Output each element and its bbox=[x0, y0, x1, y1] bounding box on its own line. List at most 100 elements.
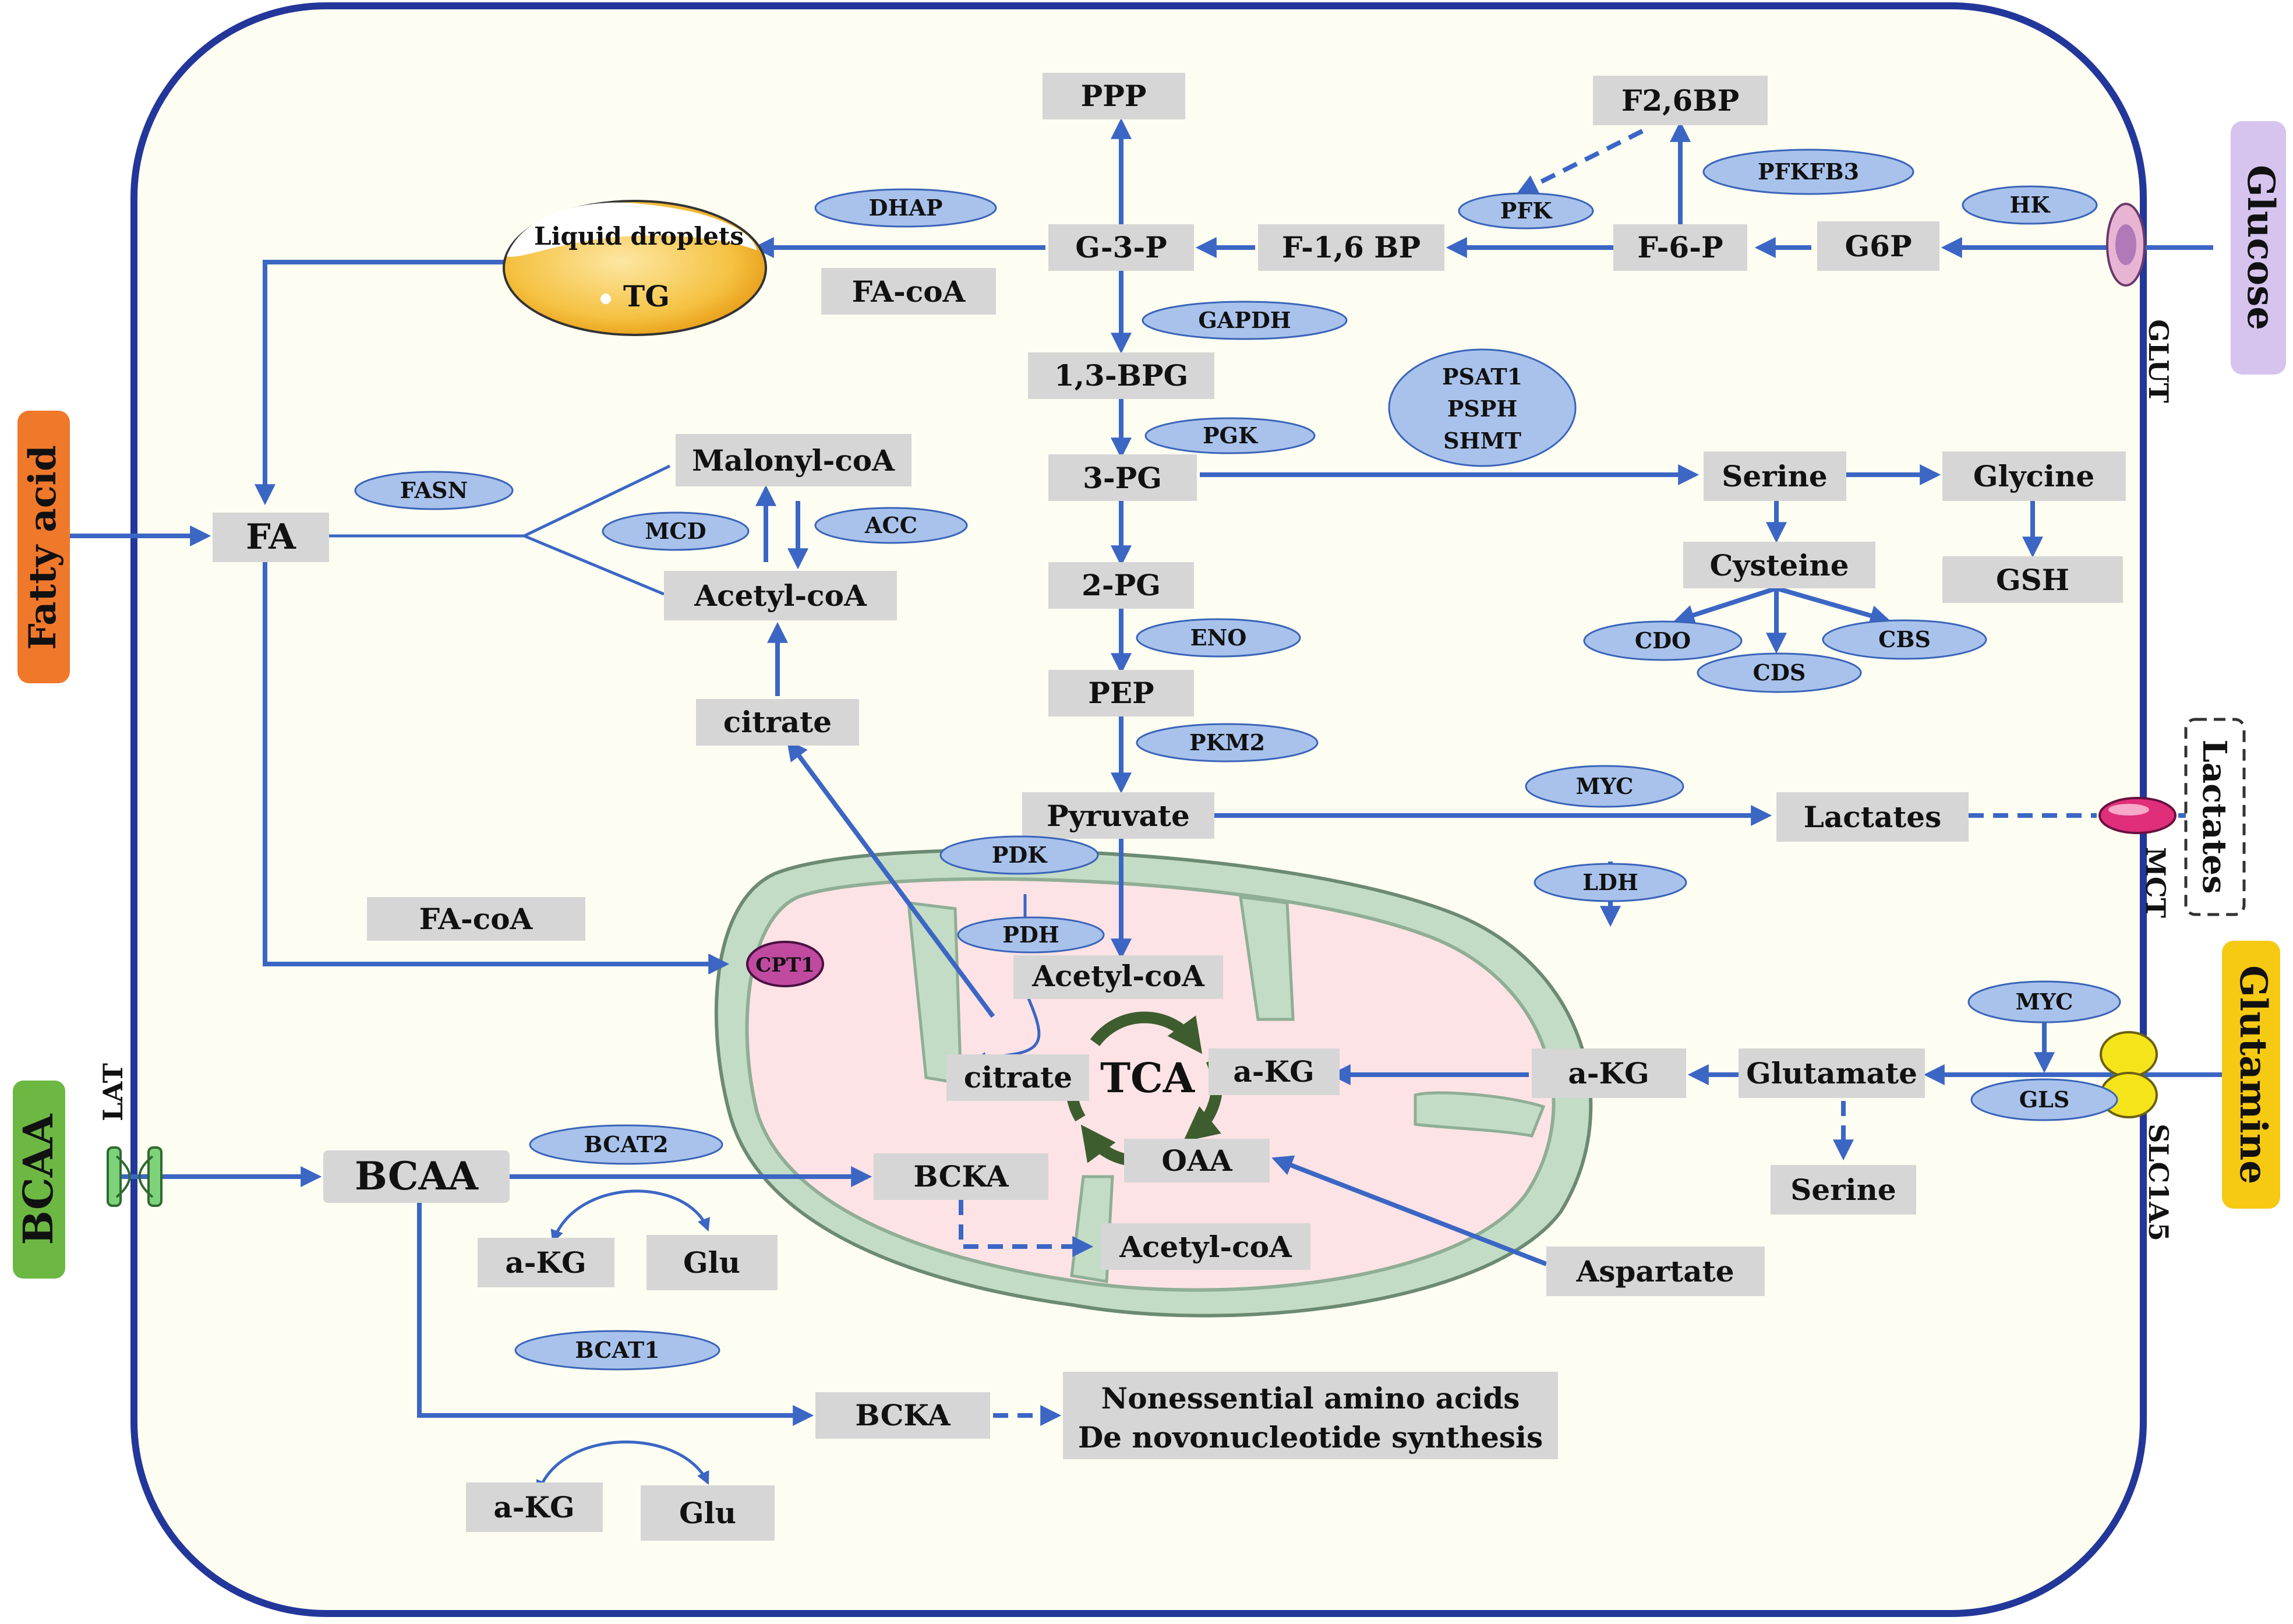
cpt1-transporter: CPT1 bbox=[746, 941, 824, 987]
node-acetyl-coa-mito2: Acetyl-coA bbox=[1101, 1223, 1310, 1270]
glycolysis-lactates-label: Lactates bbox=[1804, 800, 1942, 834]
glycolysis-g3p-label: G-3-P bbox=[1075, 230, 1167, 264]
glycolysis-ppp-label: PPP bbox=[1081, 79, 1147, 113]
node-products: Nonessential amino acids De novonucleotid… bbox=[1063, 1372, 1558, 1459]
enzymes-pfkfb3-label: PFKFB3 bbox=[1758, 158, 1859, 185]
node-glu-2: Glu bbox=[641, 1485, 775, 1541]
node-bcaa: BCAA bbox=[323, 1150, 510, 1203]
node-g3p: G-3-P bbox=[1048, 224, 1194, 271]
node-bcka-cyto: BCKA bbox=[815, 1392, 990, 1439]
lipid-citrate-label: citrate bbox=[723, 705, 832, 739]
enzyme-pgk: PGK bbox=[1144, 417, 1316, 454]
glycolysis-f6p-label: F-6-P bbox=[1637, 230, 1723, 264]
node-akg-glutamine: a-KG bbox=[1532, 1048, 1686, 1098]
tca-label: TCA bbox=[1100, 1054, 1196, 1102]
enzymes-pdk-label: PDK bbox=[992, 842, 1048, 868]
enzymes-pdh-label: PDH bbox=[1002, 922, 1059, 948]
lactates-output: Lactates bbox=[2184, 718, 2246, 916]
glutamine-branch-aspartate-label: Aspartate bbox=[1575, 1254, 1734, 1288]
bcaa-branch-products-line2-label: De novonucleotide synthesis bbox=[1078, 1420, 1543, 1454]
serine-branch-gsh-label: GSH bbox=[1996, 563, 2069, 597]
enzyme-pkm2: PKM2 bbox=[1136, 723, 1319, 762]
mito-acetyl2-label: Acetyl-coA bbox=[1119, 1230, 1292, 1264]
enzymes-psat-line1-label: PSAT1 bbox=[1442, 363, 1522, 390]
glutamine-branch-akg-label: a-KG bbox=[1568, 1056, 1649, 1090]
enzymes-myc1-label: MYC bbox=[1576, 773, 1634, 799]
enzymes-fasn-label: FASN bbox=[400, 477, 468, 503]
node-citrate-mito: citrate bbox=[946, 1054, 1089, 1101]
node-pyruvate: Pyruvate bbox=[1022, 792, 1214, 839]
node-acetyl-coa-mito: Acetyl-coA bbox=[1013, 955, 1223, 999]
node-f26bp: F2,6BP bbox=[1593, 76, 1768, 125]
node-akg-2: a-KG bbox=[466, 1482, 603, 1532]
enzyme-ldh: LDH bbox=[1534, 863, 1687, 902]
mito-akg-label: a-KG bbox=[1233, 1054, 1314, 1089]
mct-transporter: MCT bbox=[2098, 797, 2177, 918]
lat-transporter: LAT bbox=[97, 1063, 162, 1207]
liquid-droplet: Liquid droplets TG bbox=[503, 200, 767, 336]
node-lactates: Lactates bbox=[1776, 792, 1969, 842]
enzyme-labels: DHAP PFK PFKFB3 HK GAPDH PGK PSAT1PSPHSH… bbox=[354, 149, 2121, 1371]
node-3pg: 3-PG bbox=[1048, 454, 1197, 501]
glutamine-input: Glutamine bbox=[2222, 941, 2280, 1209]
glycolysis-f26bp-label: F2,6BP bbox=[1621, 83, 1739, 118]
bcaa-branch-akg1-label: a-KG bbox=[505, 1245, 586, 1280]
glycolysis-g6p-label: G6P bbox=[1845, 229, 1912, 263]
lipid-fa-coa-bottom-label: FA-coA bbox=[419, 902, 533, 936]
mito-bcka-label: BCKA bbox=[913, 1159, 1009, 1194]
node-glutamate: Glutamate bbox=[1739, 1048, 1925, 1098]
enzymes-gapdh-label: GAPDH bbox=[1198, 307, 1291, 333]
lipid-fa-label: FA bbox=[246, 517, 296, 557]
enzyme-cds: CDS bbox=[1697, 652, 1862, 693]
fatty-acid-label: Fatty acid bbox=[21, 445, 65, 650]
glycolysis-pep-label: PEP bbox=[1088, 676, 1154, 710]
lat-label: LAT bbox=[97, 1063, 129, 1121]
enzyme-pfk: PFK bbox=[1458, 192, 1594, 230]
mito-oaa-label: OAA bbox=[1161, 1143, 1232, 1178]
enzyme-myc-2: MYC bbox=[1967, 980, 2121, 1023]
node-bcka-mito: BCKA bbox=[874, 1153, 1048, 1200]
cpt1-label: CPT1 bbox=[755, 954, 815, 977]
lipid-malonyl-label: Malonyl-coA bbox=[692, 443, 895, 478]
glucose-label: Glucose bbox=[2239, 165, 2283, 330]
node-serine-2: Serine bbox=[1771, 1165, 1916, 1215]
mito-acetyl-label: Acetyl-coA bbox=[1031, 959, 1205, 993]
glutamine-branch-glutamate-label: Glutamate bbox=[1746, 1056, 1917, 1090]
tg-label: TG bbox=[623, 279, 670, 313]
glycolysis-f16bp-label: F-1,6 BP bbox=[1282, 230, 1421, 264]
glycolysis-pg2-label: 2-PG bbox=[1082, 568, 1161, 602]
bcaa-branch-products-line1-label: Nonessential amino acids bbox=[1101, 1381, 1520, 1415]
node-fa: FA bbox=[213, 513, 329, 562]
bcaa-branch-bcaa-label: BCAA bbox=[355, 1153, 479, 1199]
enzyme-bcat1: BCAT1 bbox=[514, 1330, 720, 1371]
enzyme-pdk: PDK bbox=[939, 835, 1099, 875]
node-citrate-cyto: citrate bbox=[696, 699, 859, 746]
mito-citrate-label: citrate bbox=[964, 1060, 1072, 1095]
glycolysis-pyruvate-label: Pyruvate bbox=[1047, 799, 1190, 833]
enzyme-bcat2: BCAT2 bbox=[529, 1124, 723, 1165]
enzymes-pfk-label: PFK bbox=[1500, 197, 1553, 224]
fatty-acid-input: Fatty acid bbox=[17, 411, 70, 683]
lactates-output-label: Lactates bbox=[2195, 740, 2234, 894]
enzyme-mcd: MCD bbox=[602, 511, 750, 551]
enzyme-eno: ENO bbox=[1136, 618, 1301, 658]
enzyme-acc: ACC bbox=[814, 507, 968, 544]
bcaa-branch-akg2-label: a-KG bbox=[493, 1490, 574, 1524]
bcaa-input-label: BCAA bbox=[14, 1113, 62, 1245]
slc1a5-label: SLC1A5 bbox=[2143, 1124, 2174, 1241]
node-acetyl-coa-cyto: Acetyl-coA bbox=[664, 571, 897, 620]
node-g6p: G6P bbox=[1817, 221, 1939, 271]
mct-label: MCT bbox=[2140, 847, 2171, 918]
bcaa-branch-glu1-label: Glu bbox=[683, 1245, 740, 1280]
bcaa-branch-glu2-label: Glu bbox=[679, 1496, 736, 1530]
enzymes-pgk-label: PGK bbox=[1203, 422, 1259, 449]
serine-branch-cysteine-label: Cysteine bbox=[1709, 548, 1849, 582]
enzymes-psat-line3-label: SHMT bbox=[1443, 428, 1521, 454]
glycolysis-pg3-label: 3-PG bbox=[1083, 461, 1162, 495]
node-akg-mito: a-KG bbox=[1209, 1048, 1340, 1095]
enzymes-bcat2-label: BCAT2 bbox=[584, 1131, 668, 1157]
node-gsh: GSH bbox=[1942, 556, 2123, 603]
